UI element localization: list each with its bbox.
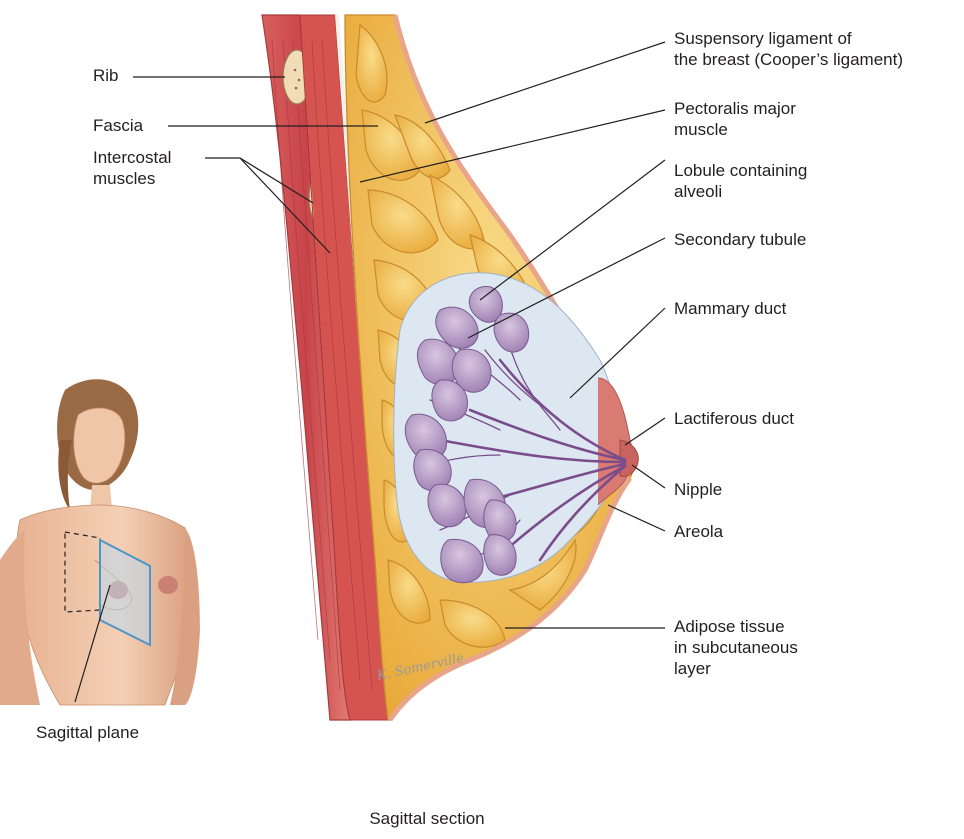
label-intercostal-line1: Intercostal xyxy=(93,147,171,168)
label-rib: Rib xyxy=(93,65,119,86)
label-suspensory-line1: Suspensory ligament of xyxy=(674,28,903,49)
woman-figure-inset xyxy=(0,379,200,705)
label-rib-text: Rib xyxy=(93,65,119,86)
label-lactiferous-duct: Lactiferous duct xyxy=(674,408,794,429)
caption-sagittal-section: Sagittal section xyxy=(362,808,492,829)
label-nipple: Nipple xyxy=(674,479,722,500)
label-lactiferous-duct-text: Lactiferous duct xyxy=(674,408,794,429)
label-intercostal-line2: muscles xyxy=(93,168,171,189)
label-lobule-line1: Lobule containing xyxy=(674,160,807,181)
label-mammary-duct: Mammary duct xyxy=(674,298,786,319)
label-areola-text: Areola xyxy=(674,521,723,542)
label-intercostal-muscles: Intercostal muscles xyxy=(93,147,171,189)
caption-sagittal-section-text: Sagittal section xyxy=(362,808,492,829)
label-sagittal-plane-text: Sagittal plane xyxy=(36,722,139,743)
label-lobule-line2: alveoli xyxy=(674,181,807,202)
label-lobule: Lobule containing alveoli xyxy=(674,160,807,202)
label-fascia: Fascia xyxy=(93,115,143,136)
label-fascia-text: Fascia xyxy=(93,115,143,136)
label-secondary-tubule: Secondary tubule xyxy=(674,229,806,250)
label-nipple-text: Nipple xyxy=(674,479,722,500)
label-areola: Areola xyxy=(674,521,723,542)
label-adipose-line1: Adipose tissue xyxy=(674,616,798,637)
label-suspensory-line2: the breast (Cooper’s ligament) xyxy=(674,49,903,70)
label-secondary-tubule-text: Secondary tubule xyxy=(674,229,806,250)
label-pectoralis-major: Pectoralis major muscle xyxy=(674,98,796,140)
label-sagittal-plane: Sagittal plane xyxy=(36,722,139,743)
label-pectoralis-line1: Pectoralis major xyxy=(674,98,796,119)
label-adipose-tissue: Adipose tissue in subcutaneous layer xyxy=(674,616,798,679)
label-mammary-duct-text: Mammary duct xyxy=(674,298,786,319)
label-suspensory-ligament: Suspensory ligament of the breast (Coope… xyxy=(674,28,903,70)
label-adipose-line2: in subcutaneous xyxy=(674,637,798,658)
label-adipose-line3: layer xyxy=(674,658,798,679)
label-pectoralis-line2: muscle xyxy=(674,119,796,140)
